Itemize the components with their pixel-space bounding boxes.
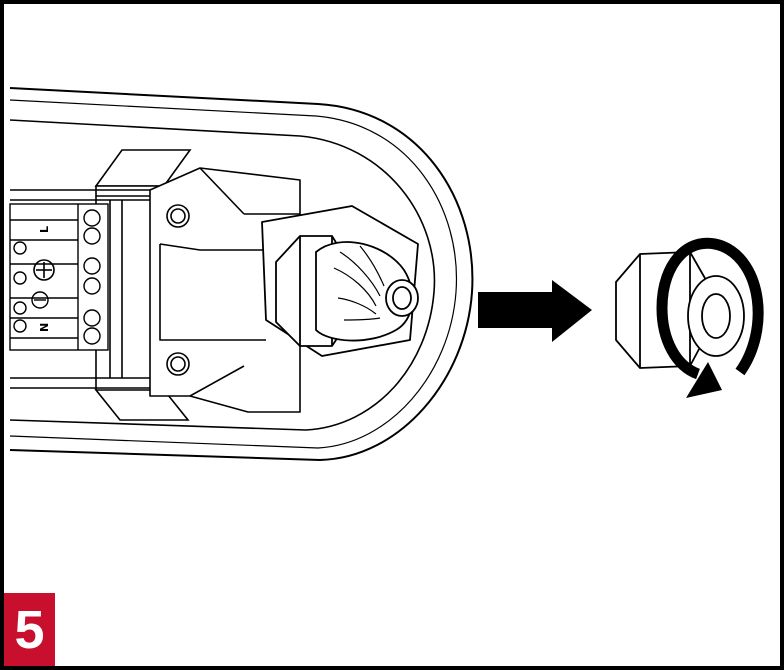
earth-ground-icon — [33, 259, 55, 281]
terminal-screw-icon — [31, 291, 49, 309]
step-number: 5 — [14, 599, 45, 660]
step-badge: 5 — [4, 593, 55, 666]
arrow-right-icon — [478, 280, 592, 342]
terminal-block — [9, 203, 109, 351]
gland-nut-icon — [615, 251, 745, 369]
terminal-label-live: L — [38, 226, 51, 233]
cable-gland — [261, 205, 419, 357]
rotate-counterclockwise-icon — [656, 237, 764, 398]
luminaire-end-cap — [9, 87, 474, 461]
mounting-holes — [166, 204, 190, 376]
terminal-label-neutral: N — [38, 323, 51, 332]
